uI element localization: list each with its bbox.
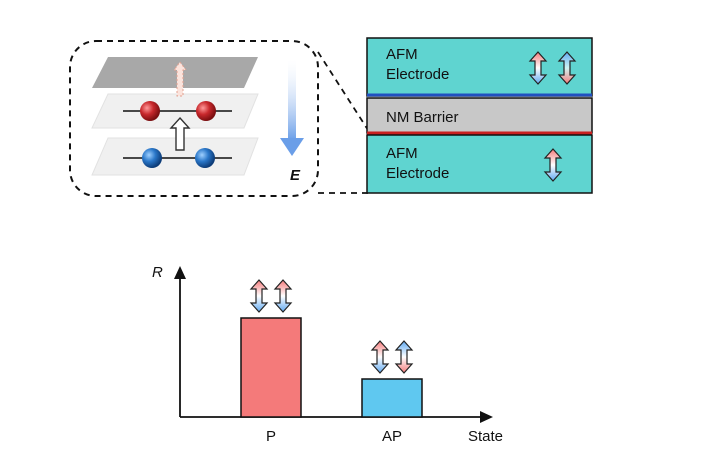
blue-atom [195,148,215,168]
ap-spin-arrow-1-icon [371,340,389,374]
field-label: E [290,167,301,184]
nm-barrier [366,97,593,134]
red-atom [140,101,160,121]
top-electrode-line2: Electrode [386,66,449,83]
field-arrow-head-icon [280,138,304,156]
p-spin-arrow-1-icon [250,279,268,313]
bar-ap [361,378,423,418]
connector-top-dashed [317,51,369,131]
top-electrode-line1: AFM [386,46,418,63]
bar-label-ap: AP [382,428,402,445]
inset-dashed-border [69,40,319,197]
barrier-label: NM Barrier [386,109,459,126]
bottom-electrode-line2: Electrode [386,165,449,182]
x-axis-arrow-icon [480,411,493,423]
x-axis-label: State [468,428,503,445]
bottom-electrode [366,134,593,194]
hollow-up-arrow-icon [169,116,191,151]
bar-p [240,317,302,418]
bar-label-p: P [266,428,276,445]
resistance-chart: R State P AP [152,264,503,445]
ap-spin-arrow-2-icon [395,340,413,374]
bottom-electrode-line1: AFM [386,145,418,162]
field-arrow-shaft [288,60,296,140]
top-plane [92,57,258,88]
p-spin-arrow-2-icon [274,279,292,313]
inset-panel: E [69,40,319,197]
red-atom [196,101,216,121]
bottom-plane [91,137,259,176]
y-axis-label: R [152,264,163,281]
top-electrode [366,37,593,97]
y-axis-arrow-icon [174,266,186,279]
device-stack: AFM Electrode NM Barrier AFM Electrode [366,37,593,194]
blue-atom [142,148,162,168]
dashed-up-arrow-icon [173,61,187,97]
